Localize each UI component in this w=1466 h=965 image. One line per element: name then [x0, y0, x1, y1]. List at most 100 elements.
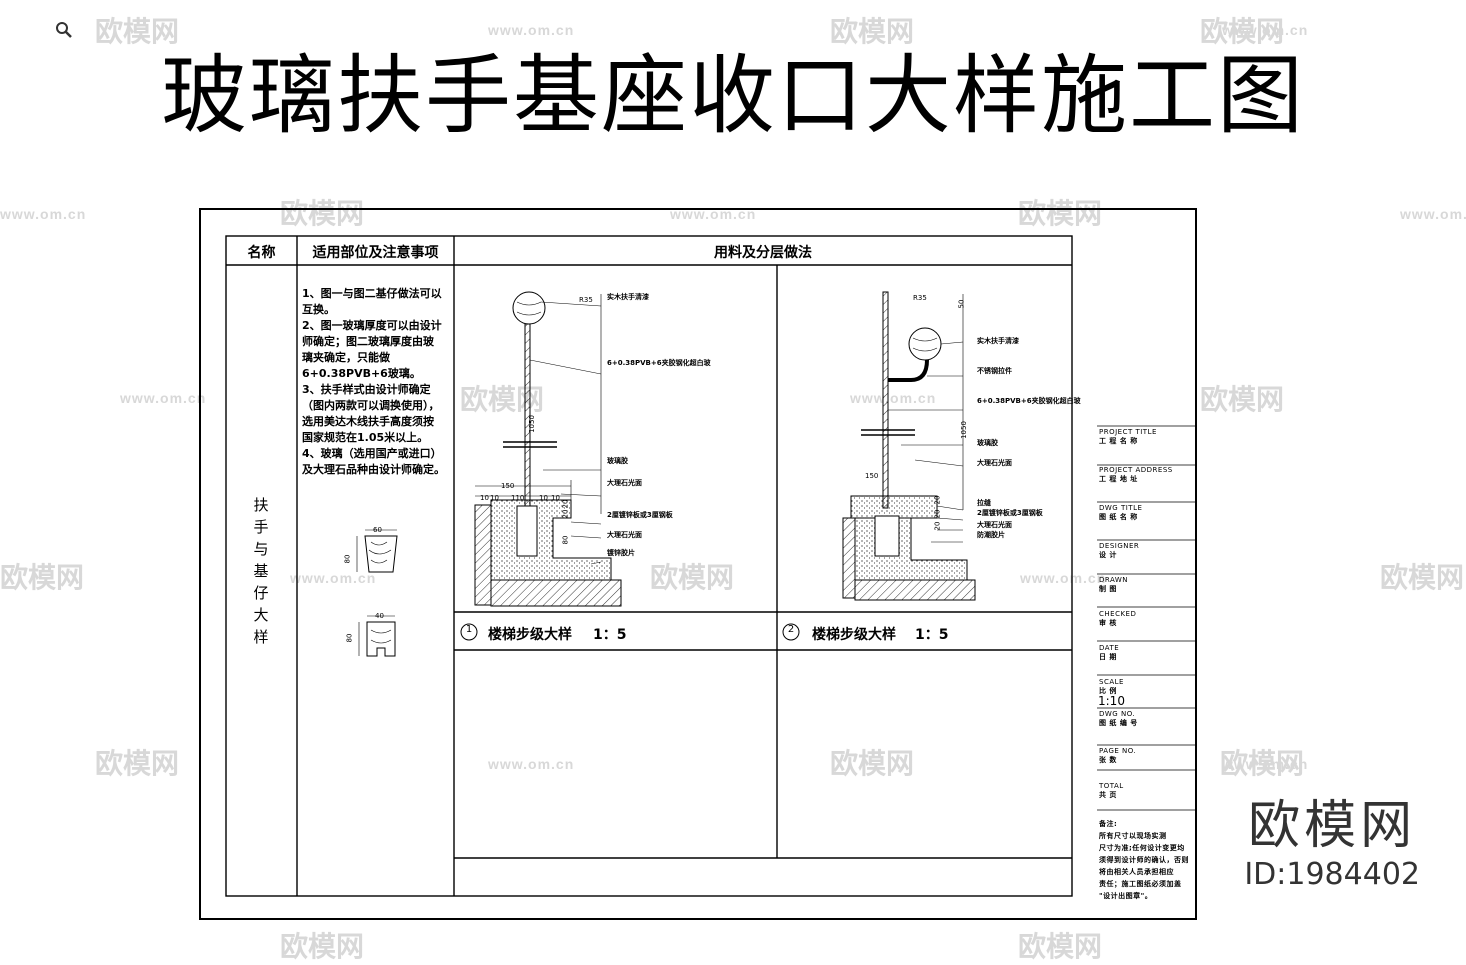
watermark-brand: 欧模网 [95, 748, 180, 779]
title-block-label-cn: 共 页 [1099, 791, 1117, 799]
detail-2-drawing [842, 291, 976, 601]
row-name-char: 仔 [253, 584, 269, 602]
detail-1-dim: R35 [579, 296, 593, 304]
watermark-domain: www.om.cn [1222, 22, 1309, 38]
note-line: 4、玻璃（选用国产或进口） [302, 447, 442, 460]
watermark-brand: 欧模网 [95, 16, 180, 47]
detail-1-caption: 楼梯步级大样 [488, 627, 572, 643]
title-block-label-cn: 制 图 [1099, 585, 1117, 593]
detail-1-dim: 10 [551, 494, 560, 502]
profile1-width: 60 [373, 526, 382, 534]
title-block-label-cn: 审 核 [1099, 619, 1117, 627]
watermark-brand: 欧模网 [1018, 198, 1103, 229]
detail-1-number: 1 [465, 624, 473, 635]
row-name-char: 大 [253, 606, 269, 624]
note-line: 3、扶手样式由设计师确定 [302, 383, 431, 396]
detail-1-dim: 150 [501, 482, 515, 490]
detail-1-label: 实木扶手清漆 [607, 293, 649, 301]
watermark-brand: 欧模网 [1380, 562, 1465, 593]
detail-1-number-circle [460, 623, 478, 641]
detail-2-dim: 50 [957, 299, 966, 309]
detail-2-scale: 1：5 [915, 627, 949, 643]
title-block-label-cn: 工 程 地 址 [1099, 475, 1138, 483]
detail-1-dim: 20 [561, 509, 570, 519]
detail-2-caption: 楼梯步级大样 [812, 627, 896, 643]
detail-1-dim: 20 [561, 499, 570, 509]
row-name-char: 手 [253, 518, 269, 536]
remarks-line: 尺寸为准;任何设计变更均 [1099, 844, 1185, 852]
detail-1-dim: 110 [511, 494, 525, 502]
notes-list: 1、图一与图二基仔做法可以互换。2、图一玻璃厚度可以由设计师确定；图二玻璃厚度由… [302, 286, 454, 478]
note-line: 选用美达木线扶手高度须按 [302, 415, 434, 428]
title-block-label-en: TOTAL [1099, 782, 1124, 790]
watermark-brand: 欧模网 [830, 16, 915, 47]
note-line: 师确定；图二玻璃厚度由玻 [302, 335, 434, 348]
detail-2-dim: 150 [865, 472, 879, 480]
detail-2-label: 大理石光面 [977, 521, 1012, 529]
detail-1-dim: 10 [480, 494, 489, 502]
remarks-line: 须得到设计师的确认，否则 [1099, 856, 1189, 864]
watermark-brand: 欧模网 [280, 198, 365, 229]
note-line: 2、图一玻璃厚度可以由设计 [302, 319, 442, 332]
remarks-title: 备注: [1099, 820, 1118, 828]
title-block-label-cn: 图 纸 名 称 [1099, 513, 1138, 521]
detail-2-number: 2 [787, 624, 795, 635]
watermark-domain: www.om.cn [488, 22, 575, 38]
watermark-brand: 欧模网 [0, 562, 85, 593]
detail-1-label: 镀锌胶片 [607, 549, 635, 557]
detail-2-number-circle [782, 623, 800, 641]
detail-1-label: 6+0.38PVB+6夹胶钢化超白玻 [607, 359, 711, 367]
title-block-label-cn: 日 期 [1099, 653, 1117, 661]
title-block-label-en: CHECKED [1099, 610, 1137, 618]
detail-2-label: 不锈钢拉件 [977, 367, 1012, 375]
watermark-brand: 欧模网 [650, 562, 735, 593]
header-notes: 适用部位及注意事项 [312, 245, 439, 261]
detail-2-label: 大理石光面 [977, 459, 1012, 467]
drawing-sheet: 名称 适用部位及注意事项 用料及分层做法 扶手与基仔大样 1、图一与图二基仔做法… [199, 208, 1197, 920]
watermark-brand: 欧模网 [280, 931, 365, 962]
detail-2-label: 6+0.38PVB+6夹胶钢化超白玻 [977, 397, 1081, 405]
detail-1-dim: 1050 [527, 415, 536, 433]
detail-1-dim: 10 [539, 494, 548, 502]
scale-value: 1:10 [1098, 694, 1125, 708]
row-name-char: 扶 [253, 496, 269, 514]
brand-id: ID:1984402 [1244, 857, 1420, 892]
handrail-profiles [356, 529, 398, 657]
page-title: 玻璃扶手基座收口大样施工图 [161, 46, 1305, 146]
brand-name: 欧模网 [1248, 796, 1417, 856]
watermark-domain: www.om.cn [1020, 570, 1107, 586]
detail-2-label: 防潮胶片 [977, 531, 1005, 539]
title-block-label-en: SCALE [1099, 678, 1124, 686]
detail-2-dim: 20 [933, 495, 942, 505]
detail-1-drawing [474, 291, 622, 607]
search-icon[interactable] [54, 20, 74, 40]
row-name-char: 与 [253, 540, 269, 558]
table-grid [225, 235, 1195, 897]
watermark-brand: 欧模网 [1220, 748, 1305, 779]
remarks-line: 所有尺寸以现场实测 [1099, 832, 1167, 840]
watermark-domain: www.om.cn [1400, 206, 1466, 222]
detail-2-label: 实木扶手清漆 [977, 337, 1019, 345]
detail-2-label: 玻璃胶 [977, 439, 998, 447]
header-method: 用料及分层做法 [714, 245, 812, 261]
watermark-domain: www.om.cn [1222, 756, 1309, 772]
detail-2-dim: R35 [913, 294, 927, 302]
watermark-brand: 欧模网 [1200, 16, 1285, 47]
row-name-char: 样 [253, 628, 269, 646]
profile1-height: 80 [343, 554, 352, 564]
row-name-char: 基 [253, 562, 269, 580]
profile2-height: 80 [345, 633, 354, 643]
watermark-domain: www.om.cn [670, 206, 757, 222]
brand-logo: 欧模网 ID:1984402 [1244, 796, 1420, 894]
detail-1-label: 大理石光面 [607, 531, 642, 539]
title-block-label-cn: 设 计 [1099, 551, 1117, 559]
detail-1-scale: 1：5 [593, 627, 627, 643]
detail-2-dim: 20 [933, 509, 942, 519]
remarks-line: 责任；施工图纸必须加盖 [1099, 880, 1182, 888]
title-block-label-en: DRAWN [1099, 576, 1129, 584]
title-block-label-cn: 图 纸 编 号 [1099, 719, 1138, 727]
title-block-label-en: PROJECT ADDRESS [1099, 466, 1173, 474]
detail-1-label: 2厘镀锌板或3厘钢板 [607, 511, 673, 519]
title-block-label-cn: 张 数 [1099, 756, 1117, 764]
remarks-line: 将由相关人员承担相应 [1099, 868, 1174, 876]
